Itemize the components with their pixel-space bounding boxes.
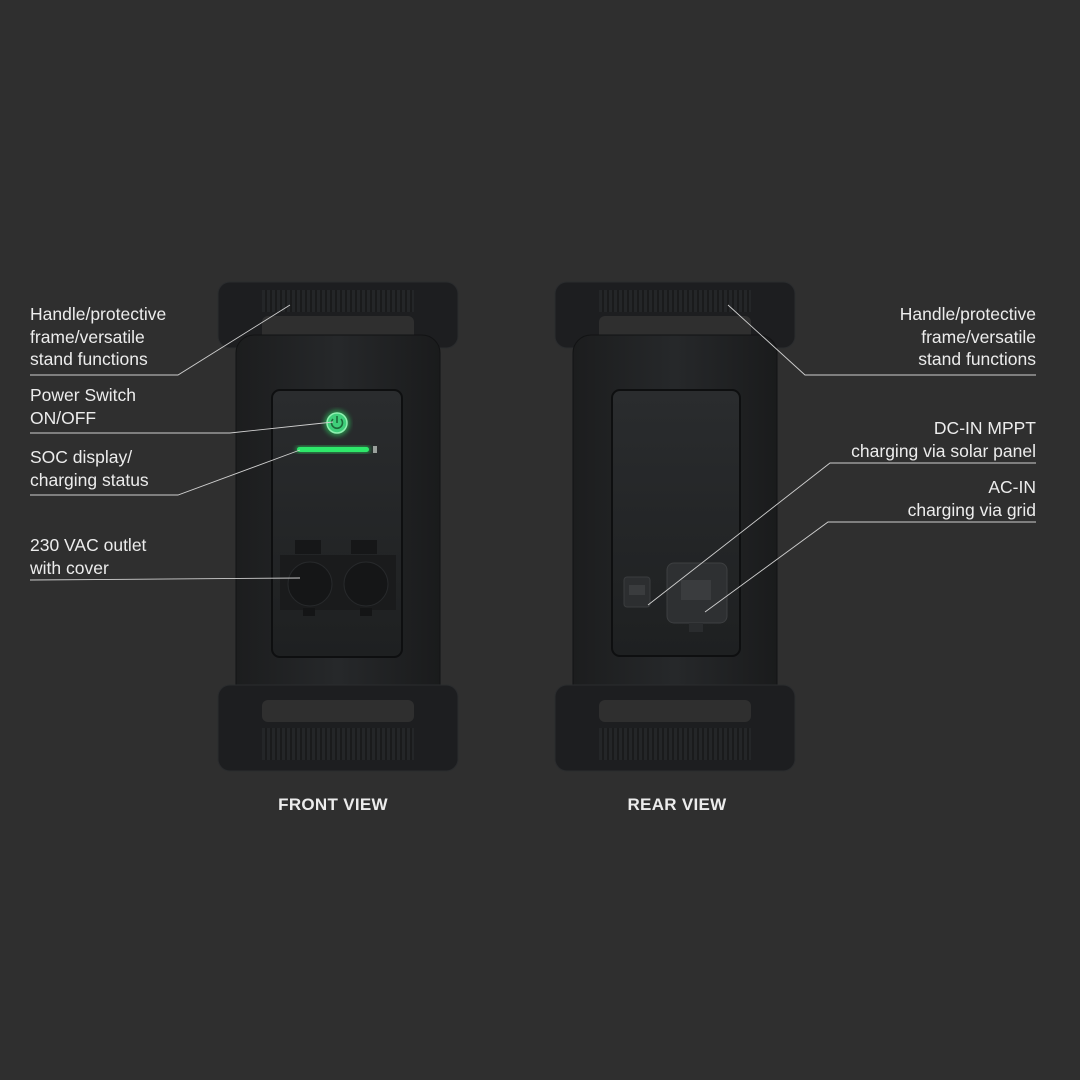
power-switch-icon: [324, 410, 350, 436]
label-line: frame/versatile: [30, 326, 145, 347]
label-ac-in: AC-IN charging via grid: [908, 476, 1036, 521]
label-soc-display: SOC display/ charging status: [30, 446, 149, 491]
front-view-caption: FRONT VIEW: [278, 795, 388, 814]
ac-in-port-icon: [666, 562, 728, 632]
label-line: SOC display/: [30, 447, 133, 467]
label-line: Power Switch: [30, 385, 137, 405]
label-line: charging via solar panel: [851, 440, 1036, 461]
dc-in-port-icon: [623, 576, 651, 608]
leader-dc-in: [647, 462, 1036, 606]
label-line: charging via grid: [907, 499, 1036, 520]
rear-view-caption: REAR VIEW: [627, 795, 727, 814]
label-power-switch: Power Switch ON/OFF: [30, 384, 136, 429]
soc-display-bar: [296, 446, 377, 453]
leader-soc: [30, 449, 301, 496]
leader-power-switch: [30, 421, 334, 434]
leader-outlet: [29, 577, 301, 581]
label-line: Handle/protective: [899, 304, 1036, 324]
ac-outlet-icon: [280, 540, 396, 616]
rear-device: [554, 281, 796, 772]
label-line: DC-IN MPPT: [933, 418, 1036, 438]
leader-ac-in: [704, 521, 1036, 613]
label-dc-in: DC-IN MPPT charging via solar panel: [851, 417, 1036, 462]
label-line: frame/versatile: [921, 326, 1036, 347]
label-line: AC-IN: [988, 477, 1036, 497]
label-front-handle: Handle/protective frame/versatile stand …: [30, 303, 166, 371]
label-line: with cover: [30, 557, 109, 578]
front-device: [217, 281, 459, 772]
label-line: charging status: [30, 469, 149, 490]
leader-rear-handle: [727, 304, 1036, 376]
label-line: Handle/protective: [30, 304, 167, 324]
label-rear-handle: Handle/protective frame/versatile stand …: [900, 303, 1036, 371]
label-line: stand functions: [30, 349, 148, 369]
label-line: ON/OFF: [30, 407, 97, 428]
leader-front-handle: [30, 304, 291, 376]
leader-lines: [29, 304, 1036, 613]
label-ac-outlet: 230 VAC outlet with cover: [30, 534, 146, 579]
label-line: stand functions: [918, 349, 1036, 369]
label-line: 230 VAC outlet: [30, 535, 147, 555]
